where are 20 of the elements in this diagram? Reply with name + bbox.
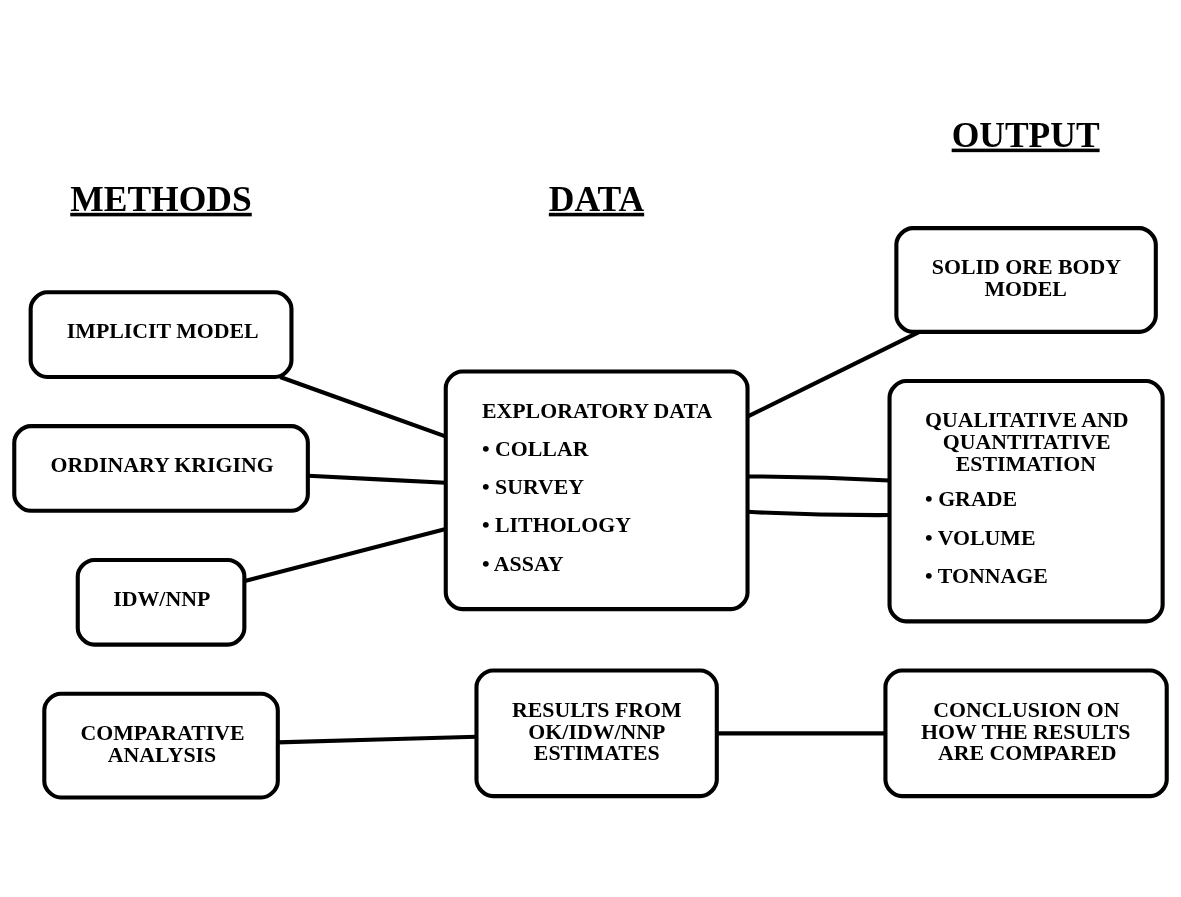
connector — [277, 734, 477, 744]
node-box: IDW/NNP — [75, 557, 247, 647]
node-box: ORDINARY KRIGING — [12, 423, 310, 513]
node-box: COMPARATIVE ANALYSIS — [42, 691, 280, 800]
node-box: EXPLORATORY DATA • COLLAR • SURVEY • LITHOLOGY • ASSAY — [443, 368, 750, 611]
node-box: QUALITATIVE AND QUANTITATIVE ESTIMATION • GRADE • VOLUME • TONNAGE — [887, 378, 1165, 623]
connector — [244, 526, 447, 583]
node-box: SOLID ORE BODY MODEL — [894, 225, 1158, 334]
label: OUTPUT — [951, 114, 1100, 155]
connector — [747, 509, 890, 517]
label: DATA — [548, 178, 645, 219]
connector — [279, 374, 447, 438]
connector — [747, 473, 890, 482]
label: METHODS — [70, 178, 252, 219]
connector — [746, 329, 920, 418]
connector — [716, 730, 886, 735]
node-box: IMPLICIT MODEL — [28, 289, 294, 379]
node-box: CONCLUSION ON HOW THE RESULTS ARE COMPARED — [883, 668, 1169, 798]
node-box: RESULTS FROM OK/IDW/NNP ESTIMATES — [474, 668, 719, 798]
connector — [308, 473, 446, 485]
